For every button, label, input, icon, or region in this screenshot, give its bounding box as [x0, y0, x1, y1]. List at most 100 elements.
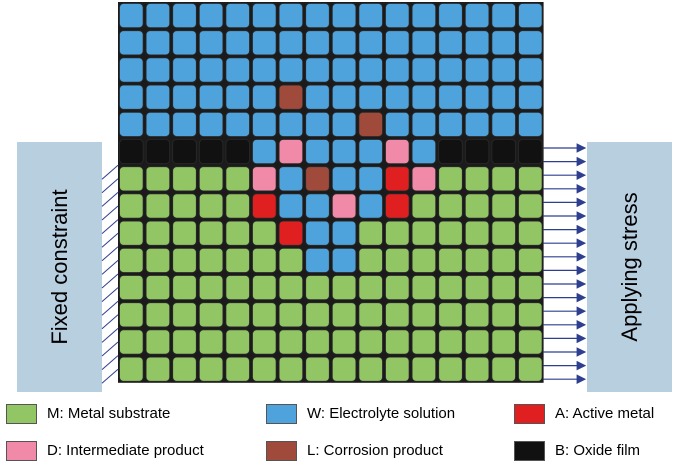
legend-swatch-oxide-film — [514, 441, 545, 461]
cell-electrolyte — [358, 139, 383, 165]
cell-active-metal — [385, 193, 410, 219]
cell-metal-substrate — [145, 329, 171, 355]
legend-label-metal-substrate: M: Metal substrate — [47, 405, 171, 422]
cell-electrolyte — [491, 84, 516, 110]
cell-electrolyte — [278, 3, 304, 29]
cell-metal-substrate — [438, 275, 463, 301]
cell-metal-substrate — [119, 193, 144, 219]
cell-oxide-film — [438, 139, 463, 165]
cell-metal-substrate — [225, 166, 250, 192]
cell-electrolyte — [411, 30, 437, 56]
cell-oxide-film — [491, 139, 516, 165]
cell-electrolyte — [491, 111, 516, 137]
cell-metal-substrate — [225, 220, 250, 246]
cell-electrolyte — [331, 30, 357, 56]
cell-electrolyte — [464, 57, 490, 83]
cell-electrolyte — [518, 57, 543, 83]
cell-metal-substrate — [252, 329, 277, 355]
cell-electrolyte — [411, 111, 437, 137]
cell-metal-substrate — [278, 247, 304, 273]
cell-electrolyte — [411, 57, 437, 83]
legend-swatch-intermediate-product — [6, 441, 37, 461]
constraint-hatch-line — [101, 314, 119, 330]
cell-metal-substrate — [145, 193, 171, 219]
cell-metal-substrate — [491, 302, 516, 328]
cell-metal-substrate — [225, 193, 250, 219]
cell-metal-substrate — [172, 220, 197, 246]
cell-metal-substrate — [518, 356, 543, 382]
cell-metal-substrate — [411, 275, 437, 301]
cell-metal-substrate — [225, 275, 250, 301]
cell-metal-substrate — [385, 247, 410, 273]
cell-metal-substrate — [438, 193, 463, 219]
cell-electrolyte — [464, 30, 490, 56]
cell-metal-substrate — [145, 356, 171, 382]
cell-metal-substrate — [411, 220, 437, 246]
cell-active-metal — [278, 220, 304, 246]
cell-electrolyte — [278, 30, 304, 56]
cell-corrosion-product — [278, 84, 304, 110]
cell-metal-substrate — [145, 247, 171, 273]
cell-metal-substrate — [358, 329, 383, 355]
cell-metal-substrate — [518, 193, 543, 219]
cell-intermediate-product — [331, 193, 357, 219]
constraint-hatch-line — [101, 178, 119, 194]
cell-electrolyte — [385, 3, 410, 29]
cell-electrolyte — [385, 30, 410, 56]
cell-metal-substrate — [172, 275, 197, 301]
cell-electrolyte — [145, 111, 171, 137]
cell-metal-substrate — [305, 356, 330, 382]
cell-electrolyte — [464, 111, 490, 137]
cell-metal-substrate — [464, 247, 490, 273]
cell-active-metal — [252, 193, 277, 219]
legend-label-intermediate-product: D: Intermediate product — [47, 442, 204, 459]
cell-metal-substrate — [278, 302, 304, 328]
cell-metal-substrate — [278, 356, 304, 382]
cell-metal-substrate — [491, 193, 516, 219]
cell-metal-substrate — [518, 302, 543, 328]
cell-metal-substrate — [411, 193, 437, 219]
cell-metal-substrate — [145, 302, 171, 328]
cell-metal-substrate — [358, 275, 383, 301]
cell-electrolyte — [438, 111, 463, 137]
cell-electrolyte — [331, 84, 357, 110]
cell-electrolyte — [491, 3, 516, 29]
constraint-hatch-line — [101, 273, 119, 289]
cell-metal-substrate — [518, 166, 543, 192]
constraint-hatch-line — [101, 232, 119, 248]
constraint-hatch-line — [101, 368, 119, 384]
cell-electrolyte — [305, 193, 330, 219]
cell-electrolyte — [491, 30, 516, 56]
cell-active-metal — [385, 166, 410, 192]
cell-electrolyte — [358, 3, 383, 29]
cell-metal-substrate — [172, 329, 197, 355]
cell-corrosion-product — [305, 166, 330, 192]
cell-metal-substrate — [464, 275, 490, 301]
cell-electrolyte — [145, 57, 171, 83]
cell-metal-substrate — [198, 220, 224, 246]
cell-metal-substrate — [411, 247, 437, 273]
cell-electrolyte — [172, 84, 197, 110]
cell-electrolyte — [225, 57, 250, 83]
cell-metal-substrate — [358, 247, 383, 273]
cell-metal-substrate — [358, 356, 383, 382]
cell-metal-substrate — [358, 220, 383, 246]
cell-electrolyte — [305, 247, 330, 273]
cell-metal-substrate — [172, 193, 197, 219]
cell-electrolyte — [119, 30, 144, 56]
cell-electrolyte — [438, 30, 463, 56]
cell-metal-substrate — [464, 302, 490, 328]
cell-electrolyte — [358, 30, 383, 56]
cell-electrolyte — [358, 84, 383, 110]
cell-metal-substrate — [252, 275, 277, 301]
cell-metal-substrate — [278, 275, 304, 301]
cell-metal-substrate — [305, 302, 330, 328]
cell-electrolyte — [305, 84, 330, 110]
cell-electrolyte — [198, 84, 224, 110]
cell-metal-substrate — [331, 275, 357, 301]
cell-metal-substrate — [198, 356, 224, 382]
cell-electrolyte — [358, 57, 383, 83]
cell-electrolyte — [438, 57, 463, 83]
cell-electrolyte — [172, 111, 197, 137]
